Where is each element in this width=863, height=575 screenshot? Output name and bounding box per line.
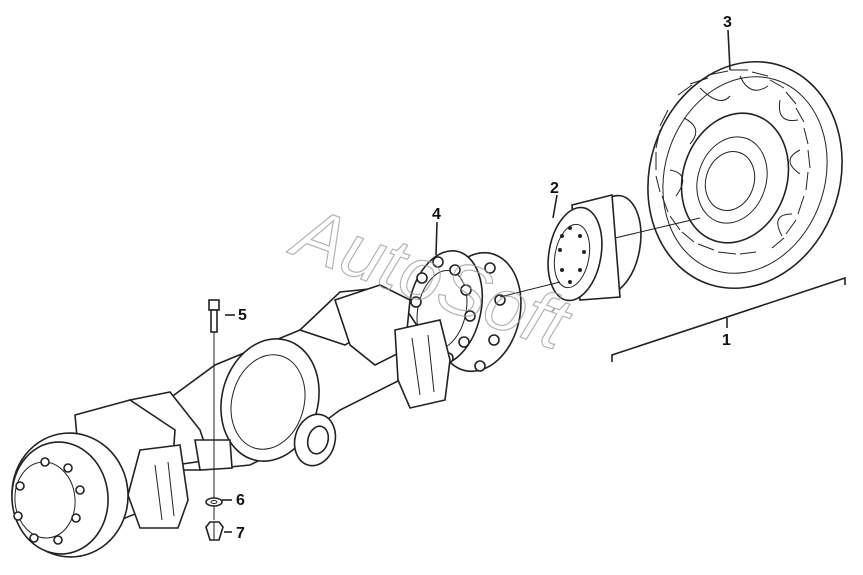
bolt-part bbox=[208, 299, 220, 520]
washer-part bbox=[205, 497, 223, 507]
callout-7: 7 bbox=[236, 525, 245, 542]
callout-3: 3 bbox=[723, 14, 732, 31]
left-hub bbox=[11, 399, 189, 558]
tyre-part bbox=[647, 60, 843, 290]
callout-2: 2 bbox=[550, 180, 559, 197]
callout-5: 5 bbox=[238, 307, 247, 324]
axle-housing bbox=[128, 284, 451, 471]
rim-part bbox=[547, 193, 642, 302]
nut-part bbox=[205, 521, 224, 541]
callout-6: 6 bbox=[236, 492, 245, 509]
assembly-axis-lines bbox=[499, 217, 701, 298]
leader-lines bbox=[222, 29, 846, 533]
callout-1: 1 bbox=[722, 332, 731, 349]
callout-4: 4 bbox=[432, 206, 441, 223]
